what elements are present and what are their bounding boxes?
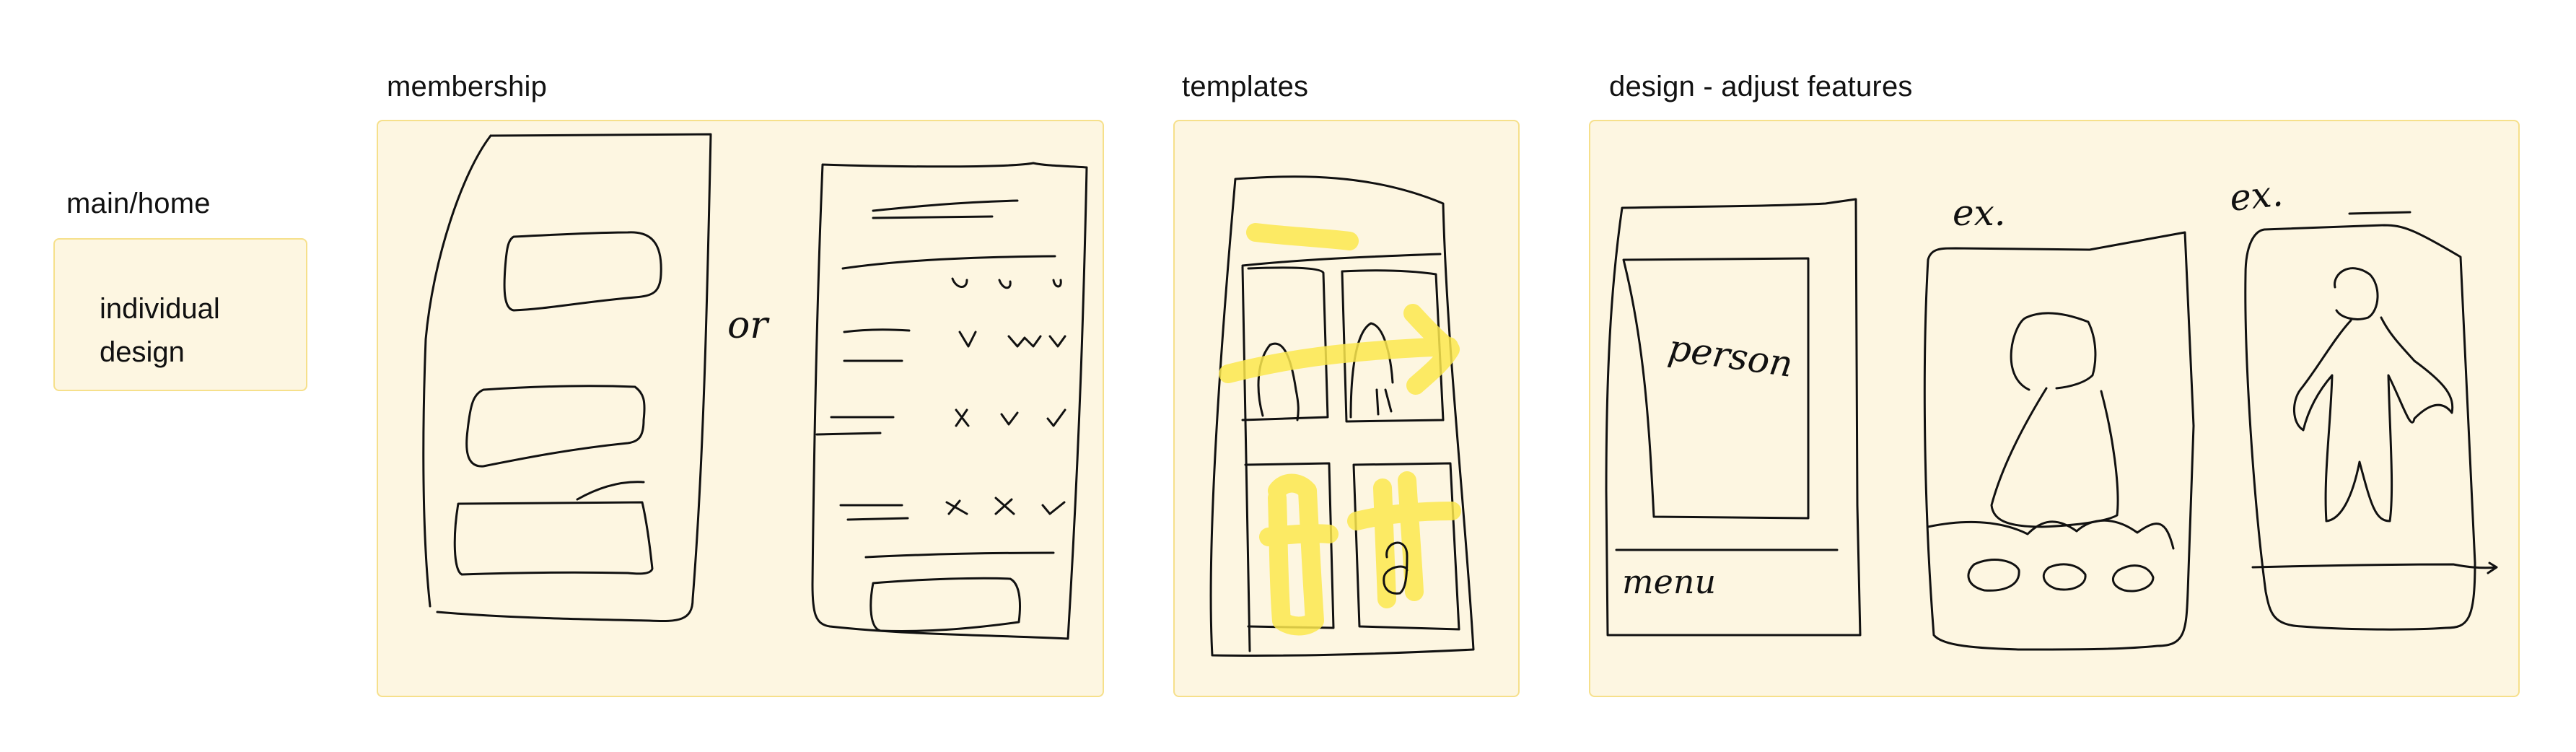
membership-phone-sketch [422, 133, 712, 623]
membership-table-sketch [811, 162, 1088, 640]
design-phone-2-sketch [1923, 231, 2195, 651]
main-home-title: main/home [66, 188, 211, 219]
example-label-2: ex. [2227, 172, 2284, 219]
menu-label: menu [1622, 562, 1716, 601]
person-label: person [1665, 326, 1795, 385]
design-adjust-title: design - adjust features [1609, 71, 1913, 102]
design-adjust-frame[interactable] [1589, 120, 2520, 697]
design-phone-3-sketch [2244, 211, 2498, 631]
individual-design-note: individual design [100, 293, 220, 368]
example-label-1: ex. [1953, 192, 2006, 234]
design-phone-1-sketch [1605, 198, 1862, 637]
membership-title: membership [387, 71, 548, 102]
or-note: or [727, 304, 770, 347]
main-home-frame[interactable]: individual design [53, 238, 307, 391]
templates-phone-sketch [1209, 175, 1475, 657]
templates-title: templates [1182, 71, 1309, 102]
